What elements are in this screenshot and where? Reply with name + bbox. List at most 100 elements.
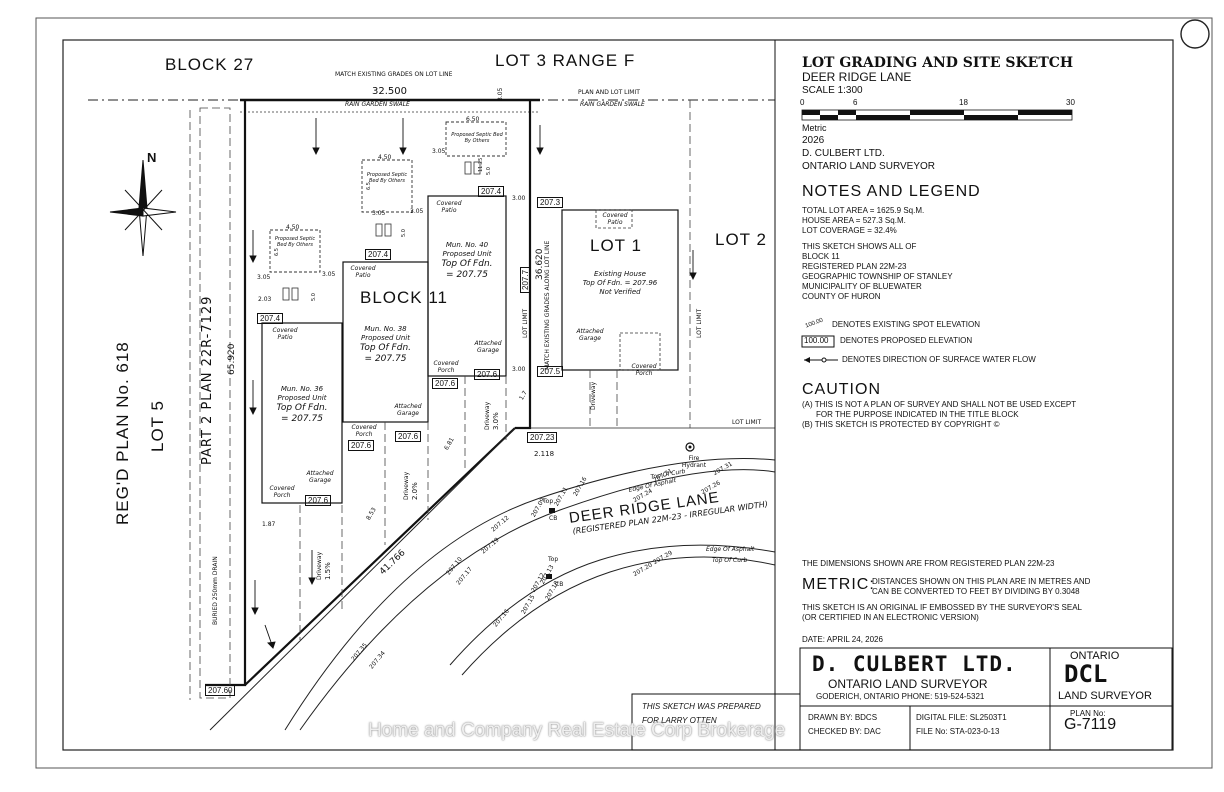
drawing-year: 2026	[802, 135, 825, 146]
edge-asphalt-label-2: Edge Of Asphalt	[706, 546, 755, 553]
setback-305-e: 3.05	[432, 148, 446, 155]
match-grades-label: MATCH EXISTING GRADES ON LOT LINE	[335, 71, 453, 78]
original-note: THIS SKETCH IS AN ORIGINAL IF EMBOSSED B…	[802, 603, 1082, 622]
drawing-scale: SCALE 1:300	[802, 85, 863, 96]
top-curb-label-2: Top Of Curb	[712, 557, 748, 564]
caution-heading: CAUTION	[802, 381, 881, 398]
diagonal-boundary	[244, 427, 516, 686]
firm-block-address: GODERICH, ONTARIO PHONE: 519-524-5321	[816, 692, 985, 701]
setback-300-a: 3.00	[512, 195, 526, 202]
lot-limit-west: LOT LIMIT	[522, 308, 529, 338]
proposed-elev: 207.23	[527, 432, 558, 443]
north-arrow-icon: N	[109, 150, 177, 257]
notes-block: TOTAL LOT AREA = 1625.9 Sq.M. HOUSE AREA…	[802, 206, 953, 301]
block11-label: BLOCK 11	[360, 288, 449, 307]
seal-bottom: LAND SURVEYOR	[1058, 690, 1152, 702]
garage-38-label: Attached Garage	[394, 403, 422, 417]
garage-lot1-label: Attached Garage	[576, 328, 604, 342]
tank-dim-1: 5.0	[311, 293, 317, 301]
proposed-elev: 207.6	[348, 440, 375, 451]
legend-spot: DENOTES EXISTING SPOT ELEVATION	[832, 320, 981, 329]
legend-proposed-sample: 100.00	[804, 336, 829, 345]
proposed-elev: 207.6	[395, 431, 422, 442]
watermark: Home and Company Real Estate Corp Broker…	[368, 720, 786, 741]
proposed-elev: 207.5	[537, 366, 564, 377]
firm-title: ONTARIO LAND SURVEYOR	[802, 161, 935, 172]
porch-36-label: Covered Porch	[269, 485, 295, 499]
scale-bar	[801, 109, 1073, 121]
prepared-for: THIS SKETCH WAS PREPARED FOR LARRY OTTEN	[642, 702, 761, 725]
setback-305-d: 3.05	[410, 208, 424, 215]
lot2-label: LOT 2	[715, 230, 767, 249]
proposed-elev: 207.6	[474, 369, 501, 380]
setback-2118: 2.118	[534, 450, 555, 458]
driveway-lot1-label: Driveway	[590, 381, 597, 410]
lot1-label: LOT 1	[590, 236, 642, 255]
setback-305-a: 3.05	[257, 274, 271, 281]
driveways	[299, 370, 618, 640]
septic-2-label: Proposed Septic Bed By Others	[366, 172, 408, 184]
unit-36-footprint	[261, 322, 343, 504]
driveway-40-label: Driveway	[484, 401, 491, 430]
scale-tick: 18	[959, 98, 968, 107]
setback-305-b: 3.05	[322, 271, 336, 278]
setback-300-b: 3.00	[512, 366, 526, 373]
legend-proposed: DENOTES PROPOSED ELEVATION	[840, 336, 973, 345]
patio-38-label: Covered Patio	[350, 265, 376, 279]
cb-label: CB	[549, 515, 558, 522]
catch-basin-icon	[546, 574, 552, 579]
catch-basin-icon	[549, 508, 555, 513]
septic-bed-3	[445, 121, 507, 157]
setback-1125: 11.25	[478, 157, 484, 172]
notes-heading: NOTES AND LEGEND	[802, 183, 981, 200]
drawing-title: LOT GRADING AND SITE SKETCH	[802, 55, 1074, 71]
septic-bed-1	[269, 229, 321, 273]
scale-tick: 0	[800, 98, 805, 107]
firm-block-title: ONTARIO LAND SURVEYOR	[828, 677, 988, 691]
proposed-elev: 207.7	[520, 266, 531, 293]
swale-left-label: RAIN GARDEN SWALE	[345, 101, 410, 108]
metric-heading: METRIC:	[802, 576, 875, 593]
proposed-elev: 207.6	[432, 378, 459, 389]
cb-label-2: CB	[555, 581, 564, 588]
checked-by: CHECKED BY: DAC	[808, 727, 881, 736]
regd-plan-label: REG'D PLAN No. 618	[113, 341, 132, 525]
dimensions-note: THE DIMENSIONS SHOWN ARE FROM REGISTERED…	[802, 559, 1055, 568]
setback-305-c: 3.05	[372, 210, 386, 217]
porch-40-label: Covered Porch	[433, 360, 459, 374]
setback-203: 2.03	[258, 296, 272, 303]
slope-30: 3.0%	[492, 412, 500, 430]
legend-samples	[801, 335, 838, 363]
plan-no-label: PLAN No:	[1070, 709, 1106, 718]
part2-label: PART 2 PLAN 22R-7129	[200, 295, 215, 465]
septic-tanks	[282, 161, 481, 301]
septic-h3: 5.0	[486, 167, 492, 175]
seal-mid: DCL	[1064, 660, 1108, 688]
unit-40-footprint	[427, 195, 507, 377]
septic-w1: 4.50	[286, 224, 300, 231]
septic-3-label: Proposed Septic Bed By Others	[451, 132, 503, 144]
road-edge-line	[209, 427, 516, 731]
file-no: FILE No: STA-023-0-13	[916, 727, 1000, 736]
frontage-dim: 32.500	[372, 86, 407, 97]
proposed-elev: 207.4	[365, 249, 392, 260]
septic-w3: 6.50	[466, 116, 480, 123]
buried-drain-label: BURIED 250mm DRAIN	[212, 556, 219, 625]
patio-36-label: Covered Patio	[272, 327, 298, 341]
proposed-elev: 207.60	[205, 685, 236, 696]
firm-block-name: D. CULBERT LTD.	[812, 652, 1017, 676]
caution-block: (A) THIS IS NOT A PLAN OF SURVEY AND SHA…	[802, 400, 1077, 429]
septic-h1: 6.5	[366, 182, 372, 190]
page-frame	[35, 17, 1213, 769]
drawing-street: DEER RIDGE LANE	[802, 70, 912, 84]
corner-circle	[1180, 19, 1210, 49]
septic-bed-2	[361, 159, 413, 213]
drawn-by: DRAWN BY: BDCS	[808, 713, 878, 722]
plan-no: G-7119	[1064, 716, 1117, 733]
lot-limit-east: LOT LIMIT	[696, 308, 703, 338]
lot3-label: LOT 3 RANGE F	[495, 51, 636, 70]
drawing-border	[62, 39, 1174, 751]
